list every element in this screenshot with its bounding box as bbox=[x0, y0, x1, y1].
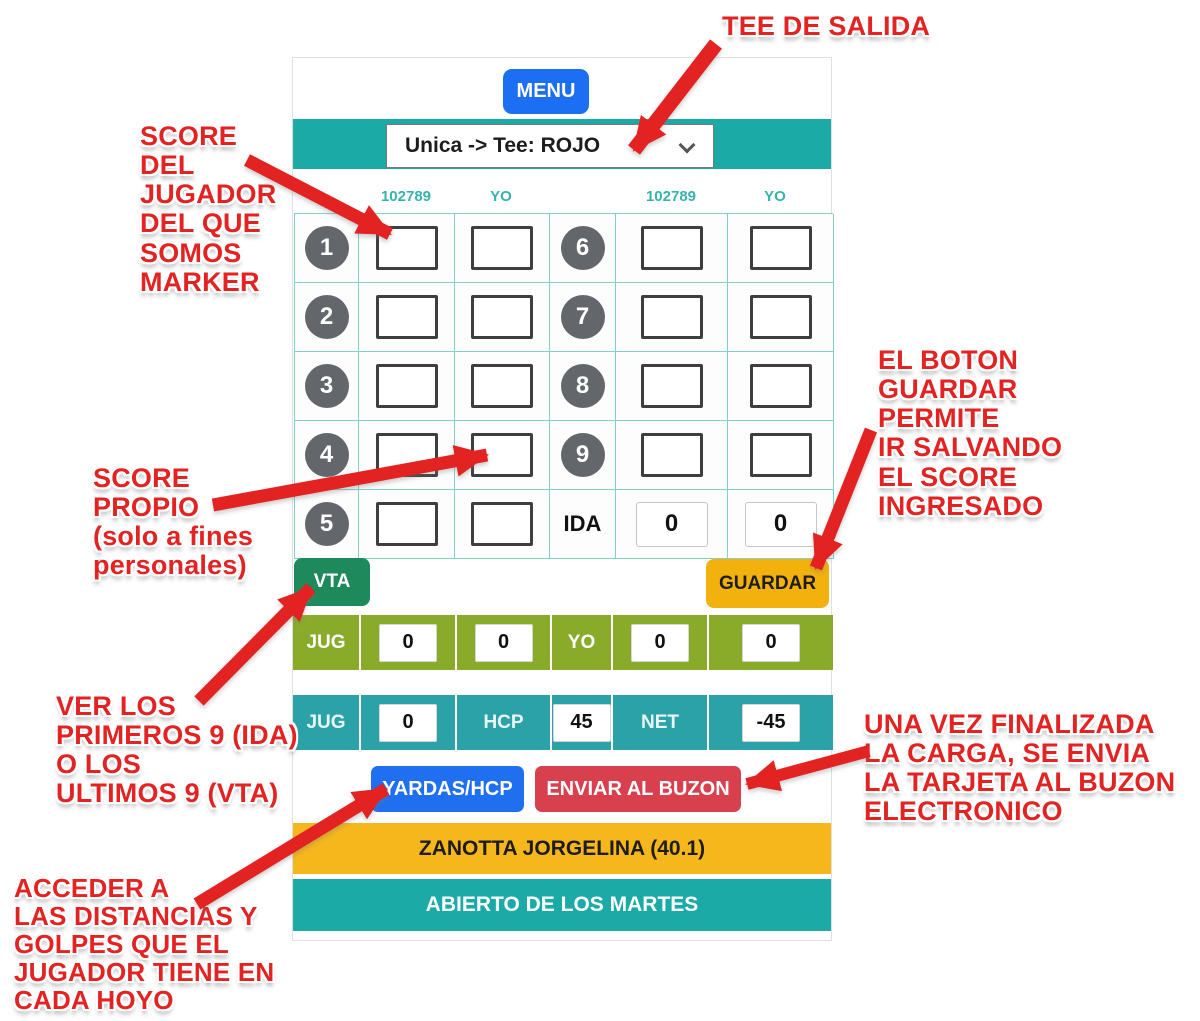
column-header-player-right: 102789 bbox=[645, 188, 697, 205]
score-input-h7-102789[interactable] bbox=[640, 295, 703, 339]
column-header-yo-right: YO bbox=[764, 188, 786, 205]
player-banner: ZANOTTA JORGELINA (40.1) bbox=[293, 823, 831, 874]
hole-8-badge: 8 bbox=[560, 364, 605, 408]
hole-9-badge: 9 bbox=[560, 433, 605, 477]
jug-total-1[interactable] bbox=[379, 623, 437, 662]
annotation-score-propio: SCORE PROPIO (solo a fines personales) bbox=[93, 463, 254, 581]
hole-5-badge: 5 bbox=[304, 502, 349, 546]
score-input-h2-yo[interactable] bbox=[471, 295, 533, 339]
hole-1-badge: 1 bbox=[304, 226, 349, 270]
enviar-al-buzon-button[interactable]: ENVIAR AL BUZON bbox=[535, 766, 741, 812]
ida-total-102789[interactable] bbox=[635, 501, 708, 547]
yo-total-1[interactable] bbox=[631, 623, 689, 662]
net-label: NET bbox=[641, 711, 679, 733]
hole-6-badge: 6 bbox=[560, 226, 605, 270]
ida-total-yo[interactable] bbox=[744, 501, 817, 547]
annotation-buzon: UNA VEZ FINALIZADA LA CARGA, SE ENVIA LA… bbox=[864, 709, 1176, 827]
chevron-down-icon bbox=[678, 136, 696, 154]
jug-gross-value[interactable] bbox=[379, 703, 437, 742]
score-input-h8-yo[interactable] bbox=[749, 364, 812, 408]
annotation-boton-guardar: EL BOTON GUARDAR PERMITE IR SALVANDO EL … bbox=[878, 345, 1063, 521]
annotation-yardas-hcp: ACCEDER A LAS DISTANCIAS Y GOLPES QUE EL… bbox=[14, 873, 275, 1016]
totals-row-hcp: JUG HCP NET bbox=[293, 695, 833, 750]
guardar-button[interactable]: GUARDAR bbox=[706, 559, 829, 608]
score-input-h4-102789[interactable] bbox=[375, 433, 438, 477]
score-grid: 1 6 2 7 3 8 4 9 bbox=[294, 213, 834, 559]
jug-total-2[interactable] bbox=[474, 623, 533, 662]
hcp-value[interactable] bbox=[552, 703, 611, 742]
score-input-h4-yo[interactable] bbox=[471, 433, 533, 477]
hcp-label: HCP bbox=[483, 711, 524, 733]
hole-7-badge: 7 bbox=[560, 295, 605, 339]
tournament-banner: ABIERTO DE LOS MARTES bbox=[293, 879, 831, 931]
tee-select[interactable]: Unica -> Tee: ROJO bbox=[386, 124, 714, 168]
yardas-hcp-button[interactable]: YARDAS/HCP bbox=[371, 766, 524, 812]
score-input-h5-102789[interactable] bbox=[375, 502, 438, 546]
annotation-tee-de-salida: TEE DE SALIDA bbox=[722, 11, 931, 41]
score-input-h1-yo[interactable] bbox=[471, 226, 533, 270]
ida-label: IDA bbox=[563, 511, 602, 536]
score-input-h2-102789[interactable] bbox=[375, 295, 438, 339]
yo-total-2[interactable] bbox=[742, 623, 800, 662]
jug-label: JUG bbox=[306, 631, 346, 653]
score-input-h8-102789[interactable] bbox=[640, 364, 703, 408]
vta-button[interactable]: VTA bbox=[294, 558, 370, 606]
tee-select-value: Unica -> Tee: ROJO bbox=[405, 134, 601, 157]
yo-label: YO bbox=[567, 631, 596, 653]
menu-button[interactable]: MENU bbox=[503, 69, 589, 114]
score-input-h5-yo[interactable] bbox=[471, 502, 533, 546]
hole-4-badge: 4 bbox=[304, 433, 349, 477]
hole-3-badge: 3 bbox=[304, 364, 349, 408]
score-input-h3-102789[interactable] bbox=[375, 364, 438, 408]
score-input-h9-102789[interactable] bbox=[640, 433, 703, 477]
annotation-ida-vta: VER LOS PRIMEROS 9 (IDA) O LOS ULTIMOS 9… bbox=[56, 691, 298, 809]
score-input-h1-102789[interactable] bbox=[375, 226, 438, 270]
hole-2-badge: 2 bbox=[304, 295, 349, 339]
score-input-h7-yo[interactable] bbox=[749, 295, 812, 339]
score-input-h9-yo[interactable] bbox=[749, 433, 812, 477]
scorecard-app-panel: MENU Unica -> Tee: ROJO 102789 YO 102789… bbox=[292, 57, 834, 941]
score-input-h3-yo[interactable] bbox=[471, 364, 533, 408]
totals-row-players: JUG YO bbox=[293, 615, 833, 670]
annotation-score-marker: SCORE DEL JUGADOR DEL QUE SOMOS MARKER bbox=[140, 121, 277, 297]
score-input-h6-yo[interactable] bbox=[749, 226, 812, 270]
score-input-h6-102789[interactable] bbox=[640, 226, 703, 270]
net-value[interactable] bbox=[742, 703, 800, 742]
column-header-yo-left: YO bbox=[490, 188, 512, 205]
column-header-player-left: 102789 bbox=[380, 188, 432, 205]
jug-hcp-label: JUG bbox=[306, 711, 346, 733]
